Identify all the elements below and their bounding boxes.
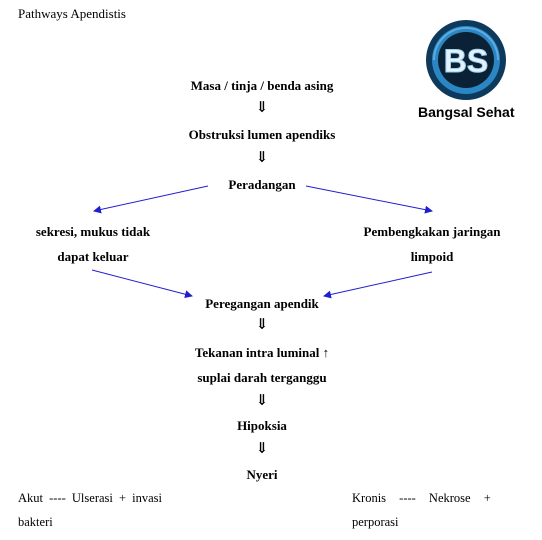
node-pembengkakan-line1: Pembengkakan jaringan [363, 224, 501, 239]
outcome-kronis: Kronis ---- Nekrose + perporasi [352, 486, 491, 534]
node-sekresi: sekresi, mukus tidak dapat keluar [28, 219, 158, 269]
down-arrow-1: ⇓ [255, 100, 269, 116]
node-sekresi-line2: dapat keluar [57, 249, 129, 264]
edge-peradangan-to-sekresi [93, 185, 209, 214]
node-sekresi-line1: sekresi, mukus tidak [35, 224, 151, 239]
node-peregangan: Peregangan apendik [205, 296, 319, 311]
node-nyeri: Nyeri [246, 467, 278, 482]
edge-sekresi-to-peregangan [91, 269, 193, 299]
node-pembengkakan-line2: limpoid [410, 249, 454, 264]
node-masa: Masa / tinja / benda asing [190, 78, 334, 93]
down-arrow-4: ⇓ [255, 393, 269, 409]
node-hipoksia: Hipoksia [237, 418, 287, 433]
down-arrow-5: ⇓ [255, 441, 269, 457]
outcome-akut: Akut ---- Ulserasi + invasi bakteri [18, 486, 162, 534]
down-arrow-2: ⇓ [255, 150, 269, 166]
edge-pembengkakan-to-peregangan [323, 271, 433, 299]
down-arrow-3: ⇓ [255, 317, 269, 333]
node-suplai: suplai darah terganggu [197, 370, 327, 385]
node-tekanan: Tekanan intra luminal ↑ [194, 345, 330, 360]
outcome-akut-line2: bakteri [18, 515, 53, 529]
logo-caption: Bangsal Sehat [418, 104, 515, 120]
page-title: Pathways Apendistis [18, 6, 126, 21]
logo-mark: BS [444, 43, 488, 79]
node-obstruksi: Obstruksi lumen apendiks [188, 127, 336, 142]
bangsal-sehat-logo: BS [424, 18, 508, 102]
outcome-kronis-line2: perporasi [352, 515, 399, 529]
node-pembengkakan: Pembengkakan jaringan limpoid [352, 219, 512, 269]
outcome-akut-line1: Akut ---- Ulserasi + invasi [18, 491, 163, 505]
outcome-kronis-line1: Kronis ---- Nekrose + [352, 491, 491, 505]
edge-peradangan-to-pembengkakan [305, 185, 433, 214]
node-peradangan: Peradangan [228, 177, 296, 192]
